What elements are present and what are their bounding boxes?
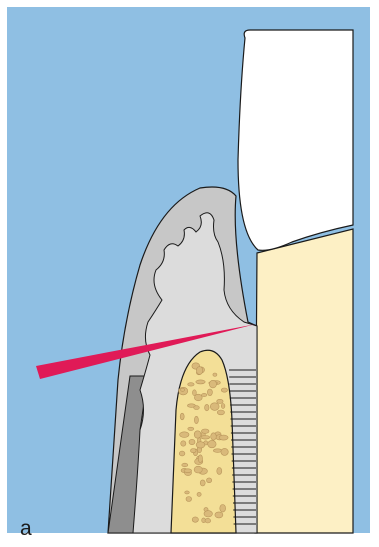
bone-particle [210, 403, 219, 411]
bone-particle [179, 451, 185, 456]
bone-particle [184, 469, 192, 473]
bone-particle [207, 389, 212, 396]
bone-particle [202, 393, 207, 396]
bone-particle [198, 455, 202, 463]
bone-particle [186, 497, 192, 502]
bone-particle [181, 388, 185, 391]
bone-particle [219, 435, 228, 440]
tooth-crown-enamel [238, 30, 353, 250]
bone-particle [215, 512, 223, 518]
bone-particle [221, 448, 228, 455]
bone-particle [213, 373, 217, 376]
bone-particle [217, 410, 224, 415]
bone-particle [201, 429, 209, 433]
bone-particle [180, 432, 189, 438]
bone-particle [217, 468, 222, 475]
bone-particle [208, 440, 216, 447]
bone-particle [194, 406, 200, 410]
bone-particle [221, 388, 227, 392]
bone-particle [188, 383, 194, 386]
bone-particle [205, 404, 209, 410]
bone-particle [205, 518, 211, 523]
bone-particle [209, 380, 216, 388]
bone-particle [201, 436, 210, 440]
bone-particle [192, 517, 198, 522]
bone-particle [196, 367, 202, 375]
bone-particle [194, 431, 201, 438]
tooth-root [255, 229, 353, 533]
bone-particle [182, 463, 188, 467]
bone-particle [197, 492, 201, 496]
bone-particle [194, 466, 202, 473]
panel-label: a [20, 518, 32, 539]
bone-particle [196, 380, 205, 384]
bone-particle [185, 491, 190, 494]
bone-particle [200, 480, 205, 486]
bone-particle [194, 416, 198, 423]
bone-particle [188, 427, 194, 430]
bone-particle [196, 442, 205, 448]
bone-particle [211, 433, 217, 440]
bone-particle [189, 439, 195, 444]
bone-particle [181, 441, 186, 446]
bone-particle [193, 390, 197, 396]
bone-particle [204, 511, 212, 517]
bone-particle [191, 449, 197, 453]
bone-particle [217, 399, 223, 403]
bone-particle [207, 478, 212, 483]
bone-particle [180, 413, 184, 420]
bone-particle [220, 505, 226, 513]
bone-particle [221, 404, 225, 409]
